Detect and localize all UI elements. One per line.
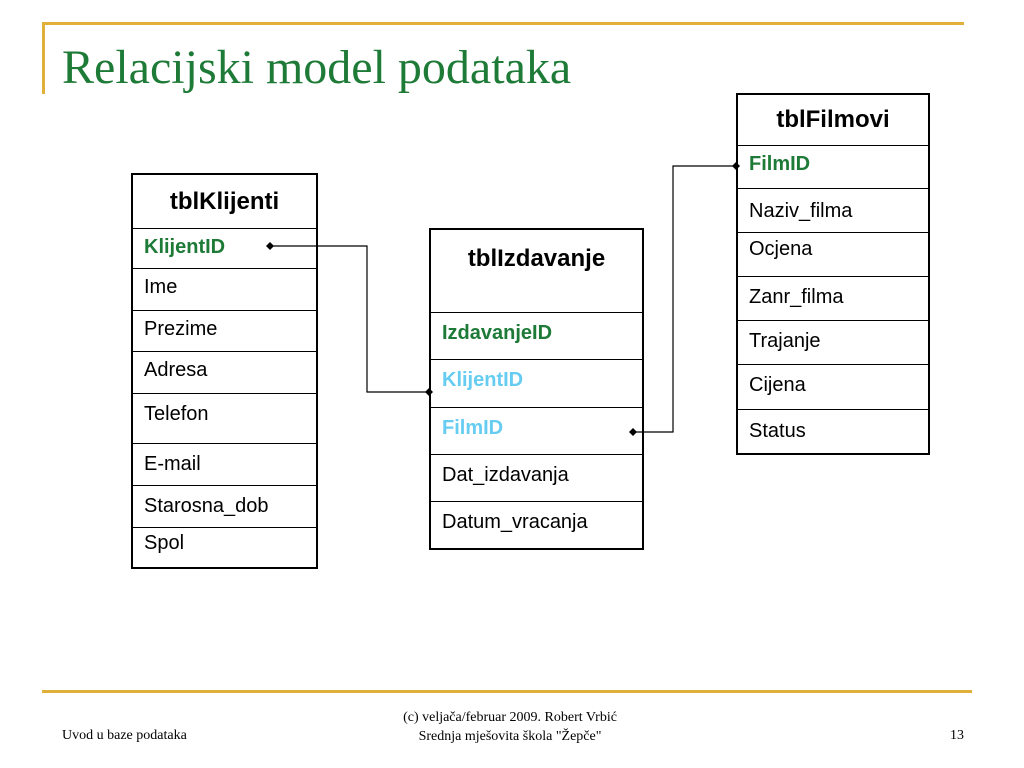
field-filmid-fk: FilmID bbox=[431, 407, 642, 454]
connector-diamond-filmovi bbox=[732, 162, 740, 170]
field-klijentid-fk: KlijentID bbox=[431, 359, 642, 407]
field-naziv-filma: Naziv_filma bbox=[738, 188, 928, 232]
field-adresa: Adresa bbox=[133, 351, 316, 393]
table-header: tblKlijenti bbox=[169, 188, 280, 215]
field-email: E-mail bbox=[133, 443, 316, 485]
footer-course-title: Uvod u baze podataka bbox=[62, 728, 187, 743]
table-header: tblFilmovi bbox=[776, 106, 890, 133]
footer-copyright-line1: (c) veljača/februar 2009. Robert Vrbić bbox=[403, 710, 617, 725]
field-cijena: Cijena bbox=[738, 364, 928, 409]
field-status: Status bbox=[738, 409, 928, 453]
field-prezime: Prezime bbox=[133, 310, 316, 351]
field-spol: Spol bbox=[133, 527, 316, 567]
table-filmovi: tblFilmovi FilmID Naziv_filma Ocjena Zan… bbox=[736, 93, 930, 455]
field-ocjena: Ocjena bbox=[738, 232, 928, 276]
field-starosna-dob: Starosna_dob bbox=[133, 485, 316, 527]
table-header: tblIzdavanje bbox=[467, 245, 606, 272]
table-klijenti: tblKlijenti KlijentID Ime Prezime Adresa… bbox=[131, 173, 318, 569]
connector-diamond-izdavanje-filmid bbox=[629, 428, 637, 436]
footer-copyright: (c) veljača/februar 2009. Robert Vrbić S… bbox=[330, 708, 690, 746]
field-zanr-filma: Zanr_filma bbox=[738, 276, 928, 320]
field-dat-izdavanja: Dat_izdavanja bbox=[431, 454, 642, 501]
frame-top-line bbox=[42, 22, 964, 25]
connector-diamond-izdavanje-klijentid bbox=[425, 388, 433, 396]
frame-left-line bbox=[42, 22, 45, 94]
field-datum-vracanja: Datum_vracanja bbox=[431, 501, 642, 548]
relationship-line-klijentid bbox=[270, 245, 429, 393]
footer-page-number: 13 bbox=[950, 728, 964, 743]
table-izdavanje: tblIzdavanje IzdavanjeID KlijentID FilmI… bbox=[429, 228, 644, 550]
slide-title: Relacijski model podataka bbox=[62, 41, 572, 94]
field-telefon: Telefon bbox=[133, 393, 316, 443]
footer-divider bbox=[42, 690, 972, 693]
footer-copyright-line2: Srednja mješovita škola "Žepče" bbox=[418, 729, 602, 744]
field-izdavanjeid-pk: IzdavanjeID bbox=[431, 312, 642, 359]
connector-diamond-klijenti bbox=[266, 242, 274, 250]
field-ime: Ime bbox=[133, 268, 316, 310]
field-filmid-pk: FilmID bbox=[738, 145, 928, 188]
relationship-line-filmid bbox=[633, 165, 736, 433]
field-trajanje: Trajanje bbox=[738, 320, 928, 364]
field-klijentid-pk: KlijentID bbox=[133, 228, 316, 268]
